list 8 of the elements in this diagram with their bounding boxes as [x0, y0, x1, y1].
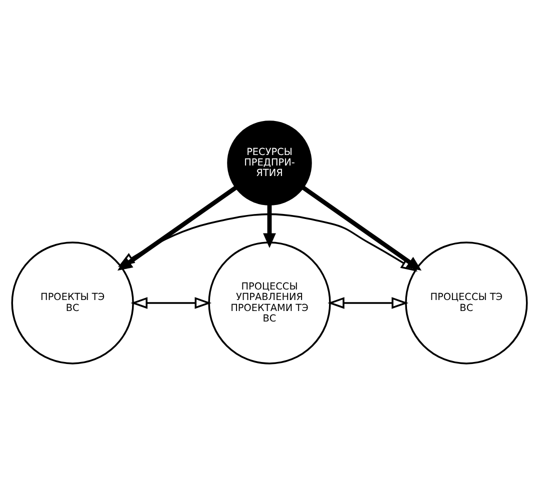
node-circle: РЕСУРСЫ ПРЕДПРИ- ЯТИЯ	[227, 120, 312, 205]
arrow	[302, 185, 422, 270]
arrow	[130, 296, 212, 308]
arrow	[263, 204, 276, 248]
arrow	[118, 212, 418, 272]
arrow	[117, 185, 238, 270]
node-circle: ПРОЦЕССЫ УПРАВЛЕНИЯ ПРОЕКТАМИ ТЭ ВС	[208, 241, 331, 364]
arrow	[328, 296, 408, 308]
